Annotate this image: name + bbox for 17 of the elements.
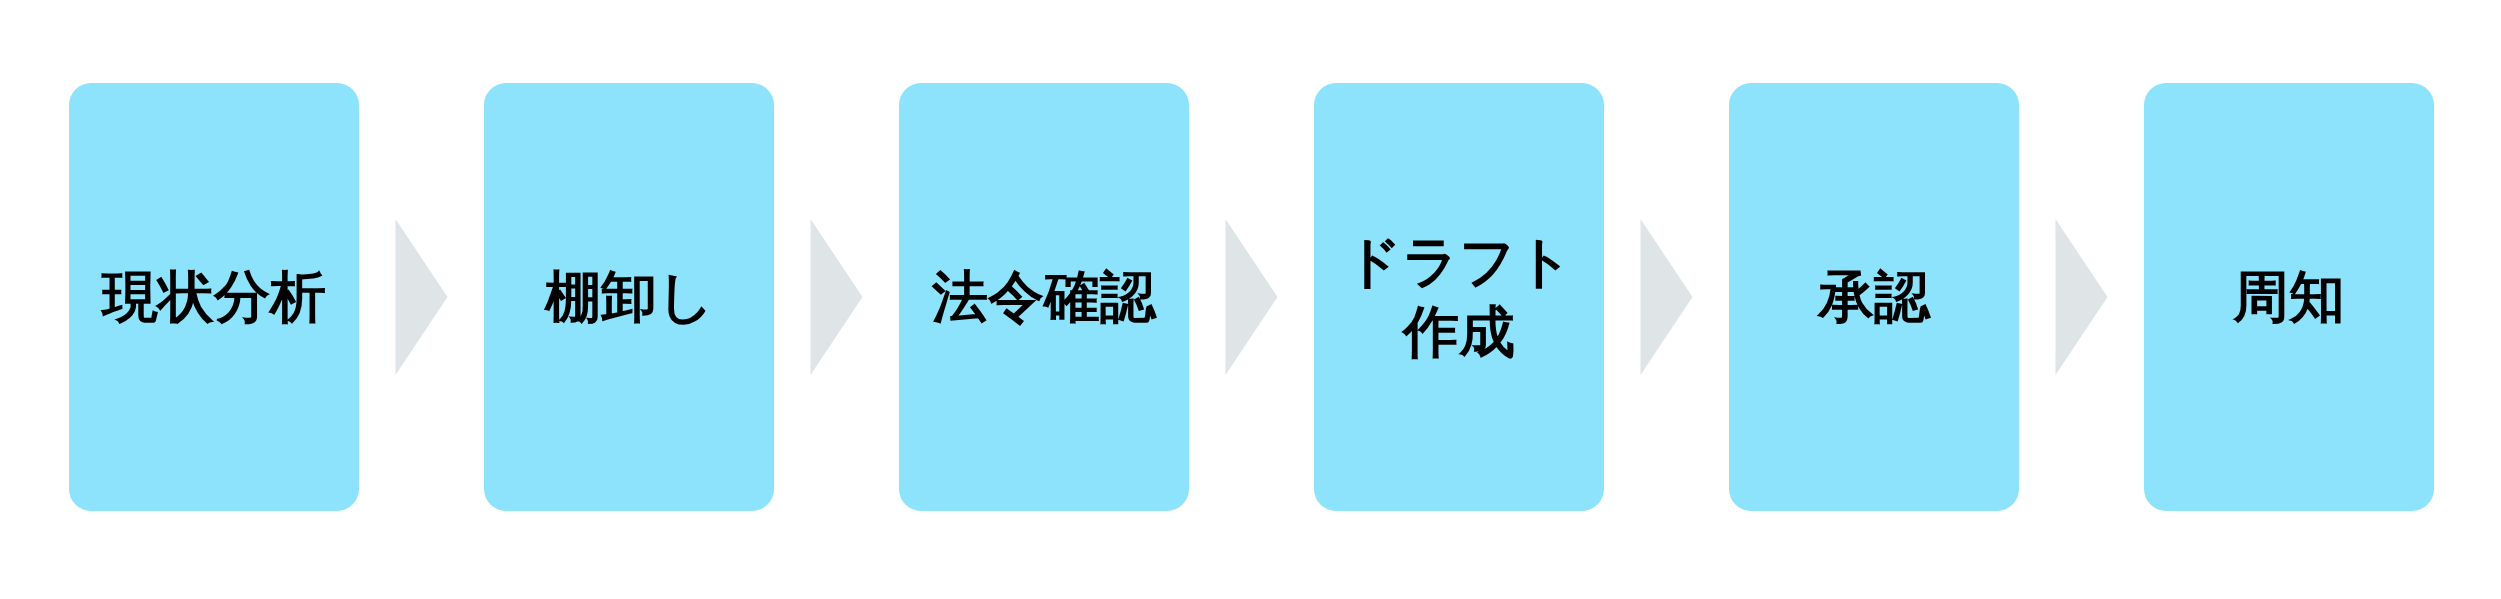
step-label: 承認 xyxy=(1816,263,1932,331)
process-box xyxy=(69,83,359,511)
step-label: 棚卸し xyxy=(543,263,715,331)
step-label: 周知 xyxy=(2232,263,2346,331)
step-label: 現状分析 xyxy=(99,263,327,331)
chevron-arrow xyxy=(1640,219,1693,375)
chevron-arrow xyxy=(1225,219,1278,375)
step-label: ドラフト作成 xyxy=(1344,228,1574,366)
step-label: 法令確認 xyxy=(930,263,1158,331)
chevron-arrow xyxy=(810,219,863,375)
process-box xyxy=(1314,83,1604,511)
chevron-arrow xyxy=(395,219,448,375)
process-box xyxy=(484,83,774,511)
chevron-arrow xyxy=(2055,219,2108,375)
process-box xyxy=(1729,83,2019,511)
process-box xyxy=(2144,83,2434,511)
process-box xyxy=(899,83,1189,511)
